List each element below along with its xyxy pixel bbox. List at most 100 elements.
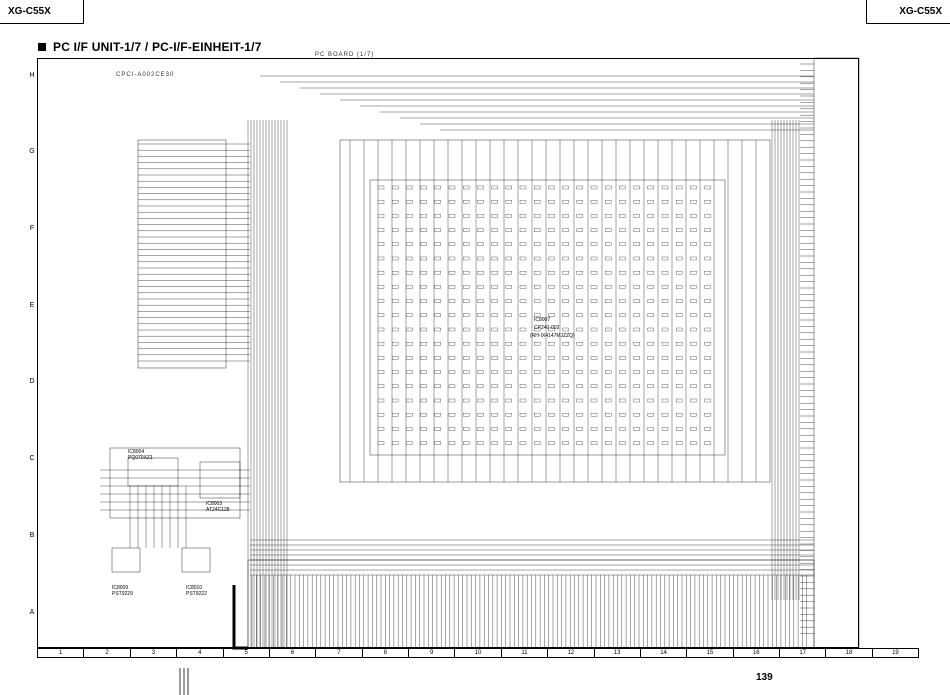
- component-pad: [704, 214, 711, 218]
- component-pad: [661, 271, 669, 275]
- component-pad: [661, 356, 669, 360]
- component-pad: [463, 271, 470, 275]
- component-pad: [477, 313, 484, 317]
- component-pad: [463, 228, 470, 232]
- component-pad: [377, 413, 385, 417]
- column-label: 14: [641, 649, 688, 657]
- component-pad: [548, 271, 555, 275]
- component-pad: [377, 214, 385, 218]
- component-pad: [377, 327, 385, 332]
- component-pad: [661, 342, 669, 346]
- component-pad: [690, 256, 697, 261]
- column-label: 19: [892, 650, 899, 656]
- component-pad: [690, 441, 697, 445]
- component-pad: [448, 313, 456, 317]
- component-pad: [491, 342, 498, 346]
- component-pad: [392, 299, 399, 303]
- component-pad: [704, 356, 711, 360]
- component-pad: [605, 242, 612, 246]
- component-pad: [448, 370, 456, 374]
- component-pad: [392, 242, 399, 246]
- component-pad: [420, 185, 427, 190]
- component-pad: [463, 356, 470, 360]
- component-pad: [661, 384, 669, 388]
- component-pad: [704, 228, 711, 232]
- component-pad: [647, 214, 654, 218]
- component-pad: [491, 271, 498, 275]
- component-pad: [633, 185, 640, 190]
- component-pad: [647, 271, 654, 275]
- component-pad: [491, 185, 498, 190]
- component-pad: [463, 313, 470, 317]
- component-pad: [690, 271, 697, 275]
- component-pad: [633, 256, 640, 261]
- component-pad: [676, 200, 683, 204]
- component-pad: [477, 299, 484, 303]
- column-label: 6: [270, 649, 317, 657]
- component-pad: [434, 313, 441, 317]
- component-pad: [590, 384, 598, 388]
- component-pad: [576, 370, 583, 374]
- right-connector-block: [813, 57, 860, 649]
- component-pad: [377, 356, 385, 360]
- component-pad: [377, 427, 385, 431]
- component-pad: [448, 299, 456, 303]
- component-pad: [605, 200, 612, 204]
- component-pad: [406, 214, 413, 218]
- component-pad: [377, 299, 385, 303]
- column-label: 16: [734, 649, 780, 657]
- component-pad: [548, 185, 555, 190]
- component-pad: [619, 271, 626, 275]
- column-label: 4: [177, 649, 224, 657]
- component-pad: [704, 370, 711, 374]
- component-pad: [448, 384, 456, 388]
- component-pad: [548, 313, 555, 317]
- component-pad: [477, 214, 484, 218]
- component-pad: [633, 299, 640, 303]
- component-pad: [448, 327, 456, 332]
- component-pad: [661, 256, 669, 261]
- component-pad: [704, 398, 711, 403]
- main-ic-outline: [339, 139, 771, 483]
- component-pad: [505, 271, 512, 275]
- component-pad: [420, 398, 427, 403]
- component-pad: [605, 370, 612, 374]
- component-pad: [605, 398, 612, 403]
- component-pad: [647, 256, 654, 261]
- component-pad: [505, 327, 512, 332]
- component-pad: [519, 214, 527, 218]
- component-pad: [548, 427, 555, 431]
- column-label: 15: [687, 649, 734, 657]
- page-title-text: PC I/F UNIT-1/7 / PC-I/F-EINHEIT-1/7: [53, 40, 262, 54]
- component-pad: [505, 370, 512, 374]
- component-pad: [690, 242, 697, 246]
- component-pad: [392, 342, 399, 346]
- schematic-frame: [37, 58, 859, 648]
- component-pad: [633, 271, 640, 275]
- component-pad: [633, 384, 640, 388]
- column-label: 3: [131, 649, 178, 657]
- component-pad: [690, 384, 697, 388]
- component-pad: [434, 342, 441, 346]
- component-pad: [562, 299, 569, 303]
- component-pad: [491, 313, 498, 317]
- component-pad: [406, 342, 413, 346]
- component-pad: [392, 271, 399, 275]
- component-pad: [505, 427, 512, 431]
- component-pad: [633, 427, 640, 431]
- column-label: 8: [363, 649, 409, 657]
- component-pad: [605, 327, 612, 332]
- component-pad: [448, 214, 456, 218]
- component-pad: [406, 384, 413, 388]
- component-pad: [392, 228, 399, 232]
- component-pad: [420, 327, 427, 332]
- component-pad: [590, 398, 598, 403]
- component-pad: [676, 327, 683, 332]
- component-pad: [434, 427, 441, 431]
- component-pad: [491, 441, 498, 445]
- component-pad: [562, 214, 569, 218]
- component-pad: [562, 200, 569, 204]
- component-pad: [434, 185, 441, 190]
- component-pad: [434, 200, 441, 204]
- component-pad: [576, 271, 583, 275]
